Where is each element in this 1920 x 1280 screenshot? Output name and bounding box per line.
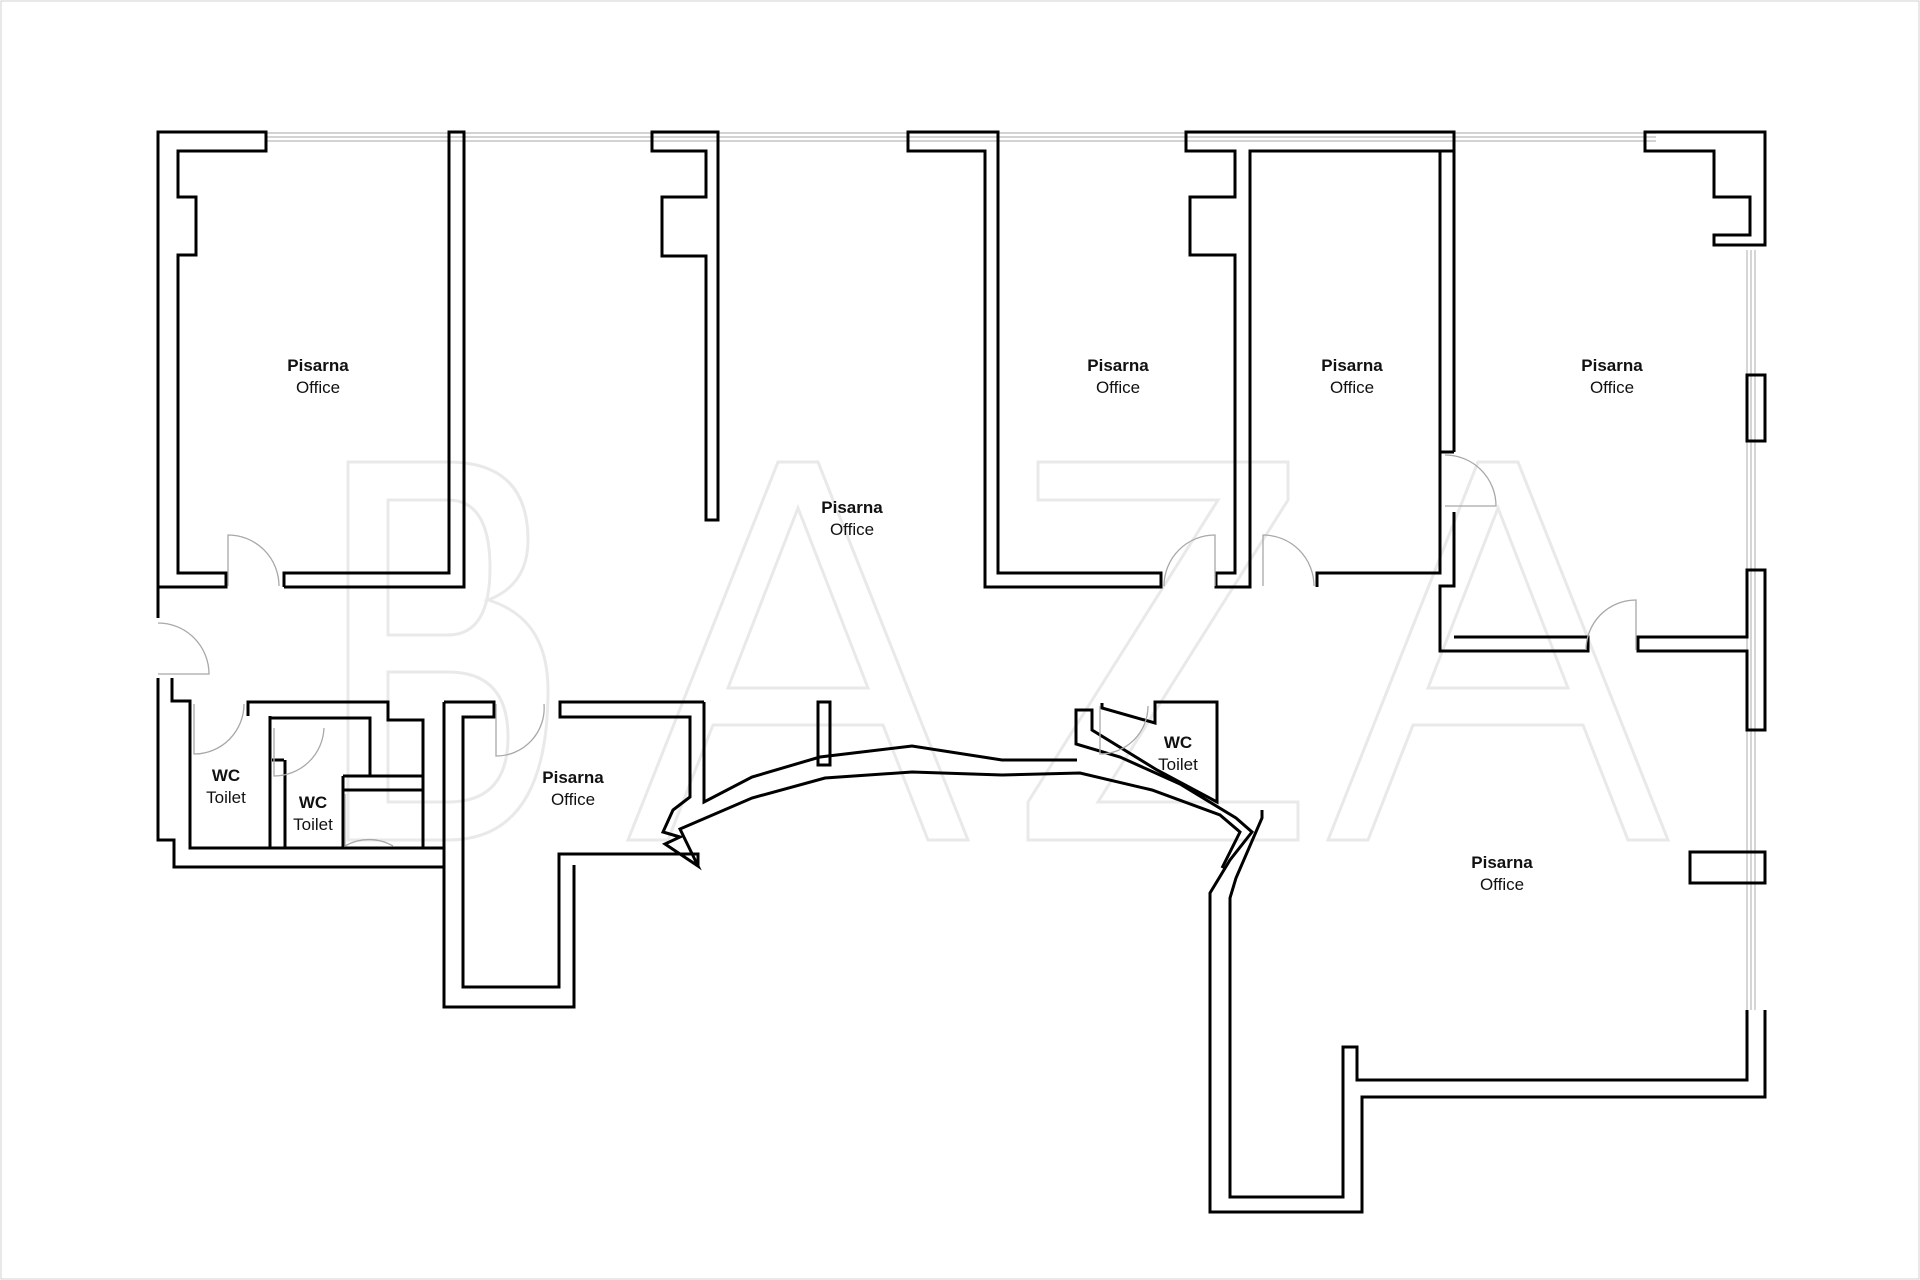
doors	[157, 454, 1637, 848]
room-sub-wc-2: Toilet	[293, 815, 333, 834]
walls	[156, 130, 1767, 1214]
room-name-office-4: Pisarna	[1321, 356, 1383, 375]
room-sub-wc-3: Toilet	[1158, 755, 1198, 774]
room-sub-office-1: Office	[296, 378, 340, 397]
room-name-wc-3: WC	[1164, 733, 1192, 752]
room-sub-office-7: Office	[1480, 875, 1524, 894]
room-name-wc-2: WC	[299, 793, 327, 812]
room-name-office-3: Pisarna	[1087, 356, 1149, 375]
room-sub-office-2: Office	[830, 520, 874, 539]
room-sub-wc-1: Toilet	[206, 788, 246, 807]
room-sub-office-6: Office	[551, 790, 595, 809]
room-name-office-6: Pisarna	[542, 768, 604, 787]
room-name-office-1: Pisarna	[287, 356, 349, 375]
room-sub-office-3: Office	[1096, 378, 1140, 397]
room-name-office-5: Pisarna	[1581, 356, 1643, 375]
room-labels: Pisarna Office Pisarna Office Pisarna Of…	[206, 356, 1643, 894]
room-name-office-7: Pisarna	[1471, 853, 1533, 872]
room-sub-office-4: Office	[1330, 378, 1374, 397]
room-sub-office-5: Office	[1590, 378, 1634, 397]
room-name-wc-1: WC	[212, 766, 240, 785]
baza-watermark	[346, 460, 1671, 842]
room-name-office-2: Pisarna	[821, 498, 883, 517]
